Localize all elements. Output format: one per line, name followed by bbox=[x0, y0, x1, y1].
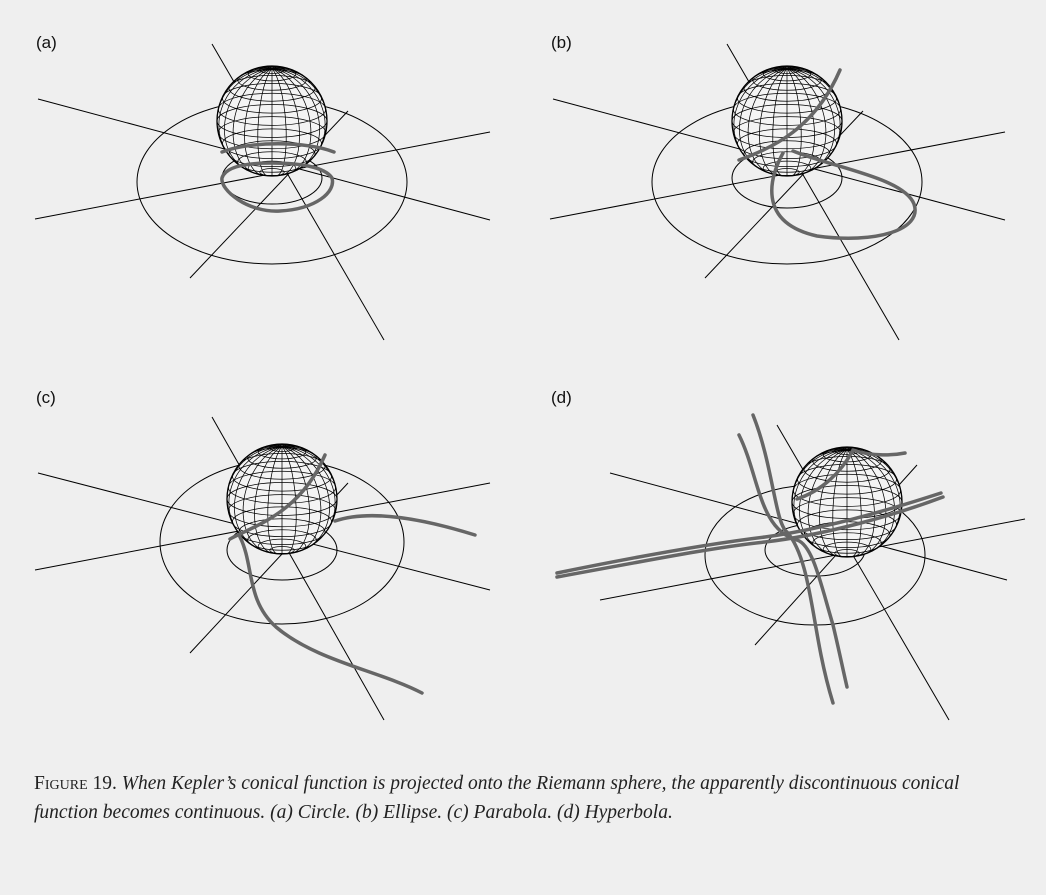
sphere-meridian bbox=[786, 65, 792, 69]
sphere-meridian bbox=[254, 446, 283, 554]
sphere-meridian bbox=[786, 68, 835, 171]
sphere-meridian bbox=[281, 446, 323, 462]
panel-parabola: (c) bbox=[20, 375, 520, 735]
sphere-meridian bbox=[846, 446, 852, 450]
sphere-meridian bbox=[778, 66, 788, 69]
sphere-meridian bbox=[807, 449, 848, 556]
sphere-meridian bbox=[234, 446, 283, 549]
panel-label: (a) bbox=[36, 33, 57, 52]
sphere-meridian bbox=[838, 447, 848, 450]
sphere-meridian bbox=[271, 68, 320, 171]
conic-projection-on-sphere bbox=[795, 448, 907, 501]
panel-hyperbola: (d) bbox=[535, 375, 1035, 735]
panel-circle: (a) bbox=[20, 20, 520, 380]
figure-label: Figure 19. bbox=[34, 773, 117, 794]
sphere-meridian bbox=[746, 68, 788, 84]
sphere-meridian bbox=[224, 68, 273, 171]
panel-label: (b) bbox=[551, 33, 572, 52]
sphere-meridian bbox=[791, 449, 848, 503]
diagram-circle bbox=[34, 43, 491, 341]
sphere-meridian bbox=[747, 68, 788, 175]
sphere-meridian bbox=[281, 445, 308, 451]
sphere-meridian bbox=[846, 448, 873, 454]
sphere-meridian bbox=[267, 65, 273, 69]
diagram-parabola bbox=[34, 416, 491, 721]
conic-curve-hyperbola-branch-2 bbox=[751, 413, 835, 705]
sphere-meridian bbox=[271, 68, 328, 122]
conic-curve-hyperbola-branch-4 bbox=[555, 491, 943, 575]
sphere-meridian bbox=[271, 67, 298, 73]
sphere-meridian bbox=[842, 446, 848, 450]
sphere-meridian bbox=[281, 446, 336, 537]
conic-projection-on-sphere bbox=[220, 142, 336, 154]
sphere-meridian bbox=[271, 68, 287, 177]
sphere-meridian bbox=[218, 68, 273, 159]
conic-curve-ellipse bbox=[770, 149, 917, 240]
conic-curve-parabola-upper bbox=[333, 513, 477, 537]
sphere-meridian bbox=[793, 449, 848, 540]
riemann-sphere bbox=[216, 65, 328, 177]
sphere-meridian bbox=[786, 67, 813, 73]
sphere-meridian bbox=[226, 446, 283, 500]
conic-projection-on-sphere bbox=[228, 453, 327, 541]
caption-text: When Kepler’s conical function is projec… bbox=[34, 773, 960, 823]
sphere-meridian bbox=[231, 68, 273, 84]
sphere-meridian bbox=[241, 446, 283, 462]
sphere-meridian bbox=[271, 65, 277, 69]
sphere-meridian bbox=[786, 68, 828, 84]
sphere-meridian bbox=[846, 449, 875, 557]
sphere-meridian bbox=[216, 68, 273, 122]
sphere-meridian bbox=[806, 449, 848, 465]
sphere-meridian bbox=[277, 443, 283, 447]
sphere-meridian bbox=[267, 444, 283, 447]
sphere-meridian bbox=[782, 65, 788, 69]
conic-projection-on-sphere bbox=[737, 68, 842, 162]
sphere-meridian bbox=[271, 68, 326, 159]
panel-ellipse: (b) bbox=[535, 20, 1035, 380]
sphere-meridian bbox=[832, 449, 848, 558]
sphere-meridian bbox=[733, 68, 788, 159]
riemann-sphere bbox=[791, 446, 903, 558]
sphere-meridian bbox=[281, 446, 297, 555]
panel-label: (d) bbox=[551, 388, 572, 407]
conic-curve-parabola-lower bbox=[238, 535, 424, 695]
sphere-meridian bbox=[273, 444, 283, 447]
sphere-meridian bbox=[281, 446, 330, 549]
conic-curve-circle bbox=[220, 161, 335, 213]
conic-curve-hyperbola-branch-3 bbox=[555, 495, 945, 579]
sphere-meridian bbox=[281, 443, 287, 447]
conic-curve-hyperbola-branch-1 bbox=[737, 433, 849, 689]
sphere-meridian bbox=[786, 68, 843, 122]
sphere-meridian bbox=[271, 68, 313, 84]
sphere-meridian bbox=[263, 66, 273, 69]
sphere-meridian bbox=[228, 446, 283, 537]
riemann-sphere bbox=[731, 65, 843, 177]
sphere-meridian bbox=[786, 68, 802, 177]
sphere-meridian bbox=[786, 68, 841, 159]
sphere-meridian bbox=[257, 66, 273, 69]
sphere-meridian bbox=[846, 449, 887, 556]
sphere-meridian bbox=[242, 446, 283, 553]
sphere-meridian bbox=[281, 446, 322, 553]
figure-caption: Figure 19. When Kepler’s conical functio… bbox=[34, 769, 1014, 827]
sphere-meridian bbox=[731, 68, 788, 122]
sphere-meridian bbox=[786, 68, 827, 175]
riemann-sphere bbox=[226, 443, 338, 555]
sphere-meridian bbox=[772, 66, 788, 69]
sphere-meridian bbox=[267, 446, 283, 555]
sphere-meridian bbox=[846, 449, 862, 558]
diagram-ellipse bbox=[549, 43, 1006, 341]
sphere-meridian bbox=[257, 68, 273, 177]
sphere-meridian bbox=[281, 446, 310, 554]
sphere-meridian bbox=[786, 68, 815, 176]
sphere-meridian bbox=[759, 68, 788, 176]
sphere-meridian bbox=[832, 447, 848, 450]
sphere-meridian bbox=[819, 449, 848, 557]
panel-label: (c) bbox=[36, 388, 56, 407]
sphere-meridian bbox=[846, 449, 895, 552]
sphere-meridian bbox=[244, 68, 273, 176]
sphere-meridian bbox=[271, 68, 300, 176]
diagram-hyperbola bbox=[555, 413, 1026, 721]
